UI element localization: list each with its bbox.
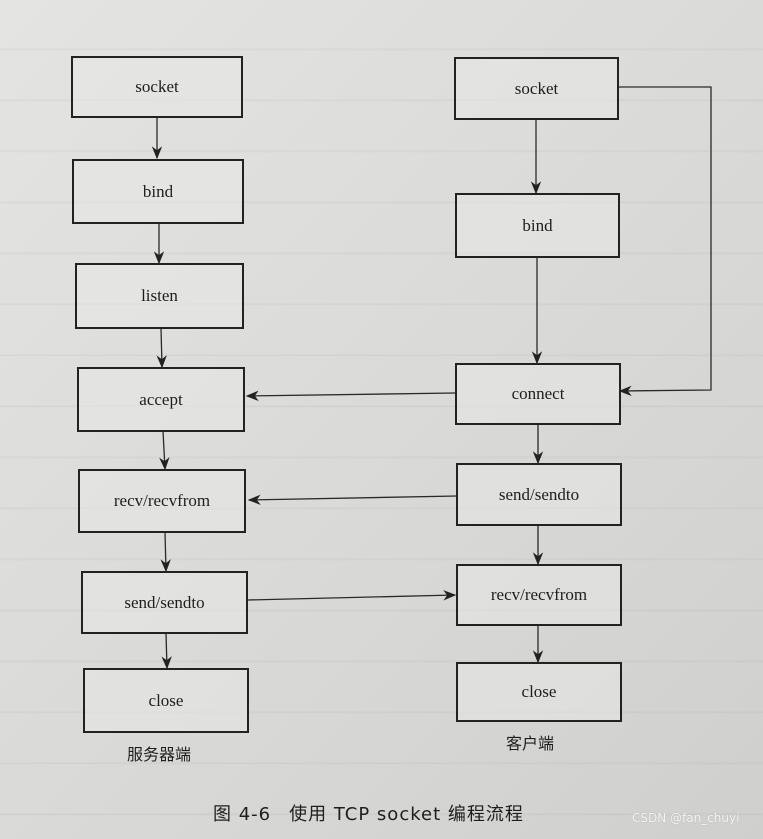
server-recv-label: recv/recvfrom	[113, 491, 211, 510]
client-bind-box: bind	[455, 193, 620, 258]
client-close-label: close	[521, 682, 557, 701]
server-close-box: close	[83, 668, 249, 733]
server-accept-box: accept	[77, 367, 245, 432]
server-recv-box: recv/recvfrom	[78, 469, 246, 533]
server-accept-label: accept	[139, 389, 183, 409]
client-send-label: send/sendto	[498, 484, 580, 504]
client-close-box: close	[456, 662, 622, 722]
client-connect-box: connect	[455, 363, 621, 425]
client-send-box: send/sendto	[456, 463, 622, 526]
figure-title: 使用 TCP socket 编程流程	[289, 804, 524, 825]
server-bind-box: bind	[72, 159, 244, 224]
server-close-label: close	[148, 690, 184, 710]
client-socket-label: socket	[514, 78, 559, 98]
client-recv-label: recv/recvfrom	[490, 585, 588, 604]
server-column-label: 服务器端	[127, 745, 192, 764]
figure-number: 图 4-6	[213, 804, 272, 825]
client-recv-box: recv/recvfrom	[456, 564, 622, 626]
client-connect-label: connect	[511, 384, 565, 403]
client-socket-box: socket	[454, 57, 619, 120]
watermark: CSDN @fan_chuyi	[632, 811, 740, 825]
client-bind-label: bind	[522, 215, 553, 235]
server-bind-label: bind	[142, 181, 174, 201]
figure-caption: 图 4-6 使用 TCP socket 编程流程	[213, 800, 524, 826]
client-column-label: 客户端	[506, 734, 555, 753]
server-socket-label: socket	[135, 77, 179, 96]
server-send-box: send/sendto	[81, 571, 248, 634]
server-send-label: send/sendto	[124, 592, 205, 612]
server-socket-box: socket	[71, 56, 243, 118]
server-listen-label: listen	[141, 286, 178, 305]
server-listen-box: listen	[75, 263, 244, 329]
